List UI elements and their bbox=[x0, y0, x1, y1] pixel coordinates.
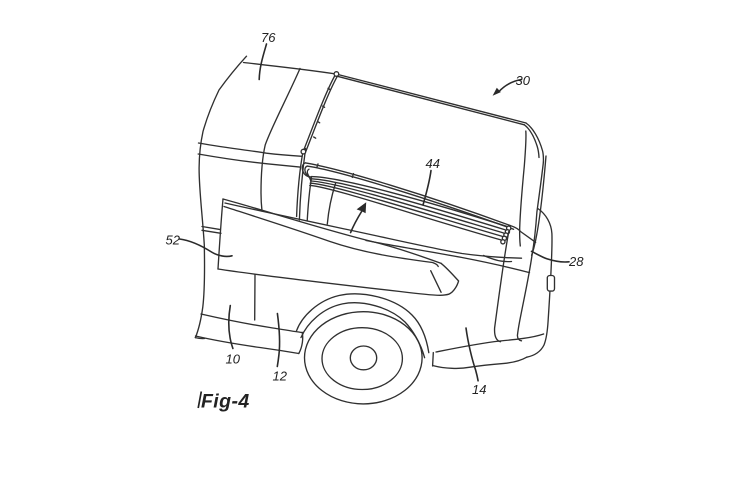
svg-text:12: 12 bbox=[273, 369, 288, 384]
svg-text:Fig-4: Fig-4 bbox=[201, 391, 250, 413]
svg-text:52: 52 bbox=[166, 233, 181, 248]
svg-text:30: 30 bbox=[516, 73, 531, 88]
svg-text:28: 28 bbox=[568, 254, 584, 269]
svg-text:14: 14 bbox=[472, 382, 486, 397]
svg-text:10: 10 bbox=[226, 352, 241, 367]
svg-text:76: 76 bbox=[261, 30, 276, 45]
svg-text:44: 44 bbox=[426, 156, 440, 171]
